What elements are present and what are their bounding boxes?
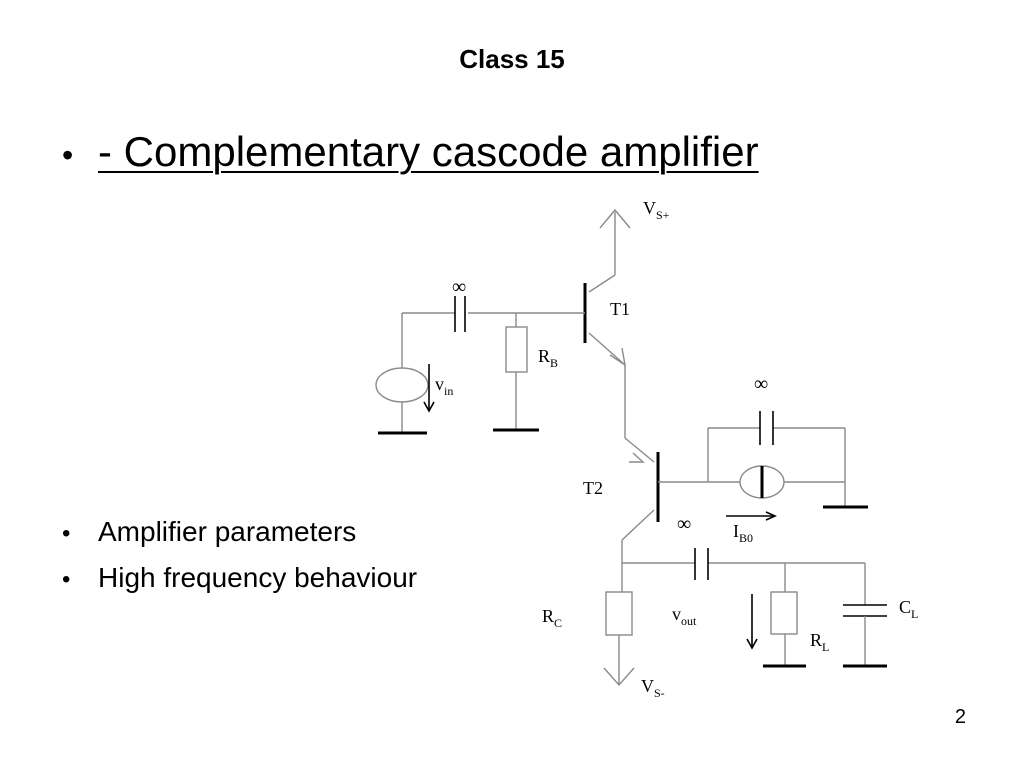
base-bypass-capacitor — [759, 411, 774, 445]
resistor-rb — [493, 313, 539, 432]
label-infinity-base: ∞ — [754, 373, 768, 395]
input-capacitor — [454, 296, 466, 332]
sub-bullet-item: • High frequency behaviour — [62, 562, 417, 608]
supply-positive-arrow — [599, 208, 631, 275]
capacitor-cl — [843, 604, 887, 668]
page-number: 2 — [954, 706, 966, 728]
t2-base-network — [658, 427, 868, 509]
label-rc: RC — [542, 606, 562, 630]
label-rl: RL — [810, 630, 829, 654]
supply-negative-arrow — [603, 667, 635, 687]
sub-bullet-text: High frequency behaviour — [98, 562, 418, 593]
main-bullet: • - Complementary cascode amplifier — [62, 128, 759, 176]
input-source — [375, 313, 429, 435]
label-vout: vout — [672, 604, 697, 628]
bullet-icon: • — [62, 520, 71, 547]
sub-bullet-text: Amplifier parameters — [98, 516, 357, 547]
vout-direction-arrow — [746, 594, 758, 650]
transistor-t2 — [621, 437, 660, 541]
label-infinity-output: ∞ — [677, 513, 691, 535]
output-coupling-capacitor — [694, 548, 709, 580]
bias-current-source — [739, 465, 785, 499]
label-t1: T1 — [610, 299, 630, 319]
label-rb: RB — [538, 346, 558, 370]
label-ib0: IB0 — [733, 521, 753, 545]
transistor-t1 — [583, 274, 626, 367]
sub-bullet-item: • Amplifier parameters — [62, 516, 417, 562]
bullet-icon: • — [62, 566, 71, 593]
vin-direction-arrow — [423, 364, 435, 413]
main-bullet-text: - Complementary cascode amplifier — [98, 128, 759, 175]
sub-bullet-list: • Amplifier parameters • High frequency … — [62, 516, 417, 608]
slide-title: Class 15 — [459, 44, 565, 74]
label-vs-plus: VS+ — [643, 198, 670, 222]
label-cl: CL — [899, 597, 918, 621]
label-infinity-input: ∞ — [452, 276, 466, 298]
ib0-direction-arrow — [726, 511, 777, 521]
output-node-wire — [621, 540, 866, 605]
label-vin: vin — [435, 374, 453, 398]
label-t2: T2 — [583, 478, 603, 498]
label-vs-minus: VS- — [641, 676, 665, 700]
bullet-icon: • — [62, 137, 74, 173]
resistor-rl — [763, 591, 806, 668]
resistor-rc — [605, 591, 633, 684]
